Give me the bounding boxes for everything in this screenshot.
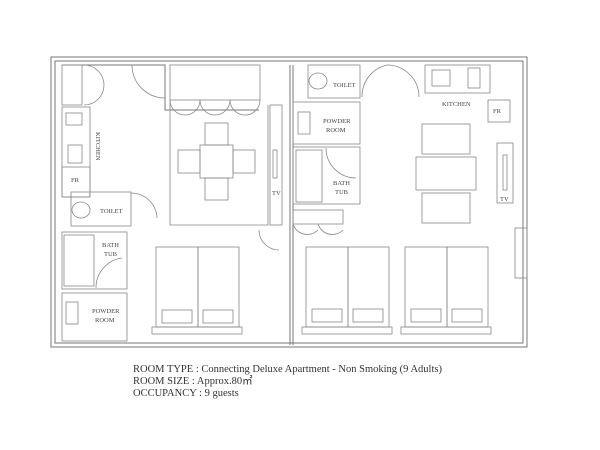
room-type: ROOM TYPE : Connecting Deluxe Apartment …: [133, 364, 442, 375]
label-bath-right: BATH: [333, 180, 350, 187]
toilet-icon: [308, 72, 328, 90]
fridge: [61, 166, 91, 198]
label-tv-right: TV: [500, 196, 509, 203]
chair-icon: [204, 122, 229, 146]
closet-door: [292, 223, 344, 235]
entry-door: [361, 64, 420, 98]
label-room-left: ROOM: [95, 317, 115, 324]
inner-wall: [54, 60, 524, 344]
label-tub-left: TUB: [104, 251, 118, 258]
label-kitchen-right: KITCHEN: [442, 101, 471, 108]
chair-icon: [177, 149, 201, 174]
pillow-icon: [161, 309, 193, 324]
chair-icon: [204, 177, 229, 201]
occupancy: OCCUPANCY : 9 guests: [133, 388, 239, 399]
table-icon: [415, 156, 477, 191]
room-size: ROOM SIZE : Approx.80㎡: [133, 376, 253, 387]
label-tub-right: TUB: [335, 189, 349, 196]
tv-icon: [502, 154, 508, 191]
pillow-icon: [202, 309, 234, 324]
label-powder-right: POWDER: [323, 118, 351, 125]
pillow-icon: [410, 308, 442, 323]
label-tv-left: TV: [272, 190, 281, 197]
stove-icon: [65, 112, 83, 126]
basin-icon: [65, 301, 79, 325]
connecting-door: [258, 229, 280, 251]
closet-door: [83, 64, 105, 106]
label-toilet-left: TOILET: [100, 208, 123, 215]
powder-room: [61, 292, 128, 342]
label-bath-left: BATH: [102, 242, 119, 249]
basin-icon: [297, 111, 311, 135]
pillow-icon: [311, 308, 343, 323]
label-toilet-right: TOILET: [333, 82, 356, 89]
headboard: [400, 326, 492, 335]
wardrobe-doors: [169, 99, 261, 116]
chair-icon: [421, 192, 471, 224]
label-powder-left: POWDER: [92, 308, 120, 315]
label-kitchen-left: KITCHEN: [94, 132, 101, 161]
toilet-room: [70, 191, 132, 227]
table-icon: [199, 144, 234, 179]
bathtub-icon: [295, 149, 323, 203]
label-fr-left: FR: [71, 177, 80, 184]
toilet-room: [307, 64, 361, 99]
bathtub-icon: [63, 234, 95, 287]
closet: [61, 64, 83, 106]
bath-room: [292, 146, 361, 205]
label-fr-right: FR: [493, 108, 502, 115]
powder-room: [292, 101, 361, 145]
sink-icon: [67, 144, 83, 164]
pillow-icon: [451, 308, 483, 323]
door-swing: [131, 64, 166, 99]
tv-stand: [496, 142, 514, 204]
headboard: [301, 326, 393, 335]
fridge: [487, 99, 511, 123]
door-swing: [95, 257, 123, 289]
wardrobe: [169, 64, 261, 101]
bath-room: [61, 231, 128, 290]
closet: [292, 209, 344, 225]
toilet-icon: [71, 201, 91, 219]
kitchen-counter: [424, 64, 491, 94]
living-area: [169, 100, 269, 226]
headboard: [151, 326, 243, 335]
outer-wall: [50, 56, 528, 348]
pillow-icon: [352, 308, 384, 323]
sink-icon: [431, 69, 451, 87]
chair-icon: [421, 123, 471, 155]
window: [514, 227, 528, 279]
door-swing: [325, 147, 357, 179]
door-swing: [130, 192, 158, 219]
tv-icon: [272, 149, 278, 179]
chair-icon: [232, 149, 256, 174]
label-room-right: ROOM: [326, 127, 346, 134]
stove-icon: [467, 67, 481, 89]
tv-stand: [269, 104, 283, 226]
